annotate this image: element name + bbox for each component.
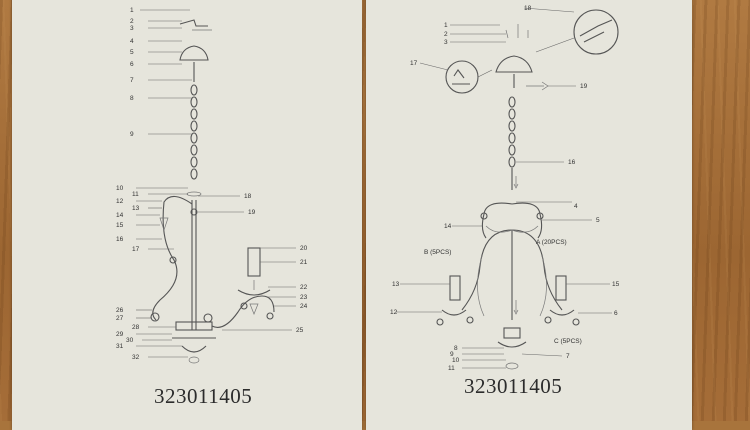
callout-r6: 6 bbox=[614, 310, 618, 317]
arm-left bbox=[152, 195, 193, 321]
model-number: 323011405 bbox=[154, 384, 253, 408]
callout-r3: 3 bbox=[444, 39, 448, 46]
callout-24: 24 bbox=[300, 303, 308, 310]
callout-31: 31 bbox=[116, 343, 124, 350]
canopy-right bbox=[495, 55, 533, 73]
mounting-bracket bbox=[179, 19, 208, 27]
callout-26: 26 bbox=[116, 307, 124, 314]
label-b-5pcs: B (5PCS) bbox=[424, 249, 451, 256]
callout-3: 3 bbox=[130, 25, 134, 32]
callout-21: 21 bbox=[300, 259, 308, 266]
callout-25: 25 bbox=[296, 327, 304, 334]
callout-29: 29 bbox=[116, 331, 124, 338]
candle-right bbox=[555, 275, 567, 301]
model-number-right: 323011405 bbox=[464, 374, 563, 398]
detail-magnifier-top bbox=[573, 9, 619, 55]
callout-2: 2 bbox=[130, 18, 134, 25]
callout-7: 7 bbox=[130, 77, 134, 84]
label-c-5pcs: C (5PCS) bbox=[554, 338, 582, 345]
callout-r12: 12 bbox=[390, 309, 398, 316]
callout-r8: 8 bbox=[454, 345, 458, 352]
callout-4: 4 bbox=[130, 38, 134, 45]
callout-15: 15 bbox=[116, 222, 124, 229]
instruction-sheet-right: 1 2 3 4 5 6 7 8 9 10 11 12 13 14 15 16 1… bbox=[366, 0, 692, 430]
callout-18: 18 bbox=[244, 193, 252, 200]
chain-right bbox=[508, 96, 516, 168]
callout-r17: 17 bbox=[410, 60, 418, 67]
callout-r5: 5 bbox=[596, 217, 600, 224]
callout-30: 30 bbox=[126, 337, 134, 344]
candle-sleeve bbox=[247, 247, 261, 277]
callout-r19: 19 bbox=[580, 83, 588, 90]
callout-19: 19 bbox=[248, 209, 256, 216]
callout-28: 28 bbox=[132, 324, 140, 331]
callout-r1: 1 bbox=[444, 22, 448, 29]
callout-9: 9 bbox=[130, 131, 134, 138]
instruction-sheet-left: 1 2 3 4 5 6 7 8 9 10 11 12 13 14 15 16 1… bbox=[12, 0, 362, 430]
callout-r2: 2 bbox=[444, 31, 448, 38]
callout-r14: 14 bbox=[444, 223, 452, 230]
callout-r18: 18 bbox=[524, 5, 532, 12]
callout-23: 23 bbox=[300, 294, 308, 301]
callout-r16: 16 bbox=[568, 159, 576, 166]
arm-right bbox=[211, 295, 275, 328]
callout-r7: 7 bbox=[566, 353, 570, 360]
chandelier-assembly-diagram-right: 1 2 3 4 5 6 7 8 9 10 11 12 13 14 15 16 1… bbox=[390, 5, 620, 372]
callout-22: 22 bbox=[300, 284, 308, 291]
callout-20: 20 bbox=[300, 245, 308, 252]
callout-10: 10 bbox=[116, 185, 124, 192]
callout-12: 12 bbox=[116, 198, 124, 205]
arm-right-right-sheet bbox=[511, 229, 563, 311]
callout-27: 27 bbox=[116, 315, 124, 322]
callout-r11: 11 bbox=[448, 365, 455, 372]
callout-r9: 9 bbox=[450, 351, 454, 358]
callout-r10: 10 bbox=[452, 357, 460, 364]
label-a-20pcs: A (20PCS) bbox=[536, 239, 567, 246]
callout-17: 17 bbox=[132, 246, 140, 253]
chandelier-exploded-diagram-left: 1 2 3 4 5 6 7 8 9 10 11 12 13 14 15 16 1… bbox=[116, 7, 308, 364]
callout-16: 16 bbox=[116, 236, 124, 243]
callout-8: 8 bbox=[130, 95, 134, 102]
candle-left bbox=[449, 275, 461, 301]
callout-32: 32 bbox=[132, 354, 140, 361]
callout-1: 1 bbox=[130, 7, 134, 14]
arm-left-right-sheet bbox=[461, 229, 513, 311]
callout-r15: 15 bbox=[612, 281, 620, 288]
crystal-garland bbox=[485, 225, 539, 233]
chain bbox=[190, 84, 198, 180]
callout-13: 13 bbox=[132, 205, 140, 212]
callout-r13: 13 bbox=[392, 281, 400, 288]
callout-6: 6 bbox=[130, 61, 134, 68]
detail-magnifier-left bbox=[445, 60, 479, 94]
callout-11: 11 bbox=[132, 191, 139, 198]
callout-14: 14 bbox=[116, 212, 124, 219]
callout-r4: 4 bbox=[574, 203, 578, 210]
callout-5: 5 bbox=[130, 49, 134, 56]
canopy bbox=[179, 45, 209, 61]
